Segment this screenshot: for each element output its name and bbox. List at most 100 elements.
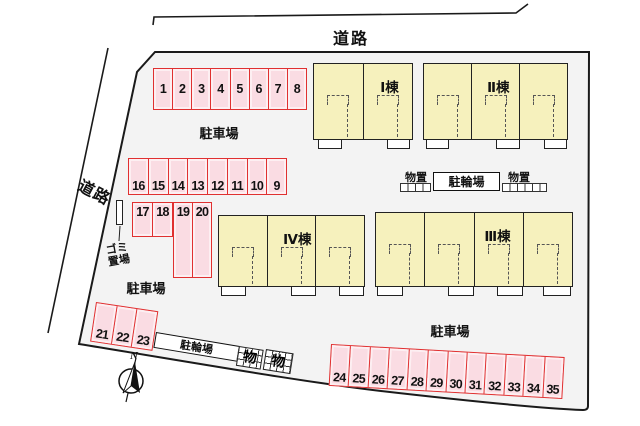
parking-space: 12	[208, 159, 228, 194]
building-4-label: Ⅳ棟	[283, 232, 312, 247]
parking-space-number: 4	[217, 81, 224, 96]
parking-space-number: 15	[151, 178, 165, 193]
parking-space: 19	[174, 203, 193, 277]
storage-label-left: 物置	[405, 172, 427, 184]
storage-shed: 物	[262, 349, 294, 375]
road-label-top: 道路	[333, 31, 370, 48]
parking-area-label-top: 駐車場	[199, 126, 239, 141]
parking-space-number: 27	[390, 372, 405, 388]
compass-north-label: N	[130, 350, 138, 362]
building-unit	[315, 216, 364, 286]
parking-space-number: 25	[352, 370, 366, 386]
parking-space: 15	[149, 159, 169, 194]
parking-space-number: 6	[255, 81, 263, 96]
parking-space: 27	[387, 348, 410, 390]
compass-north-icon	[118, 357, 144, 403]
storage-label-right: 物置	[508, 172, 530, 184]
parking-space: 13	[188, 159, 208, 194]
parking-area-label-left: 駐車場	[126, 281, 166, 296]
porch	[339, 287, 364, 296]
parking-space-number: 23	[135, 332, 151, 348]
parking-space-number: 11	[231, 178, 244, 193]
building-2: Ⅱ棟	[423, 63, 568, 149]
porch	[448, 287, 474, 296]
parking-space: 17	[133, 203, 153, 236]
parking-space: 31	[465, 352, 488, 394]
parking-space: 6	[250, 69, 269, 109]
parking-space: 4	[211, 69, 231, 109]
porch	[543, 287, 571, 296]
building-1: Ⅰ棟	[313, 63, 413, 149]
porch	[426, 140, 449, 149]
parking-space-number: 26	[371, 371, 385, 387]
parking-space: 5	[231, 69, 250, 109]
parking-space: 2	[173, 69, 193, 109]
building-unit	[519, 64, 567, 139]
porch	[377, 287, 403, 296]
porch	[497, 287, 523, 296]
building-unit	[522, 213, 572, 286]
parking-space-number: 22	[115, 328, 130, 345]
parking-space: 20	[193, 203, 211, 277]
parking-space-number: 29	[429, 375, 443, 390]
parking-space-number: 5	[236, 81, 243, 96]
road-line-top	[152, 3, 529, 26]
building-2-units	[424, 64, 567, 139]
building-4: Ⅳ棟	[218, 215, 365, 296]
parking-space-number: 14	[171, 178, 185, 193]
building-unit	[424, 213, 473, 286]
parking-space: 35	[543, 357, 564, 398]
parking-space: 25	[349, 346, 371, 388]
parking-space: 30	[446, 351, 468, 393]
parking-space: 29	[426, 350, 449, 392]
parking-space-number: 13	[191, 178, 204, 193]
parking-space: 28	[407, 349, 429, 391]
building-3: Ⅲ棟	[375, 212, 573, 296]
parking-space: 24	[329, 345, 352, 387]
parking-space-number: 30	[449, 376, 463, 391]
parking-space-number: 16	[132, 178, 145, 193]
parking-space: 11	[228, 159, 248, 194]
building-unit	[473, 213, 523, 286]
building-unit	[376, 213, 424, 286]
building-3-label: Ⅲ棟	[484, 229, 511, 244]
garbage-bin	[116, 200, 123, 225]
parking-space-number: 24	[332, 369, 347, 385]
building-1-units	[314, 64, 412, 139]
porch	[221, 287, 246, 296]
parking-space: 34	[523, 355, 546, 397]
parking-space-number: 10	[250, 178, 264, 193]
parking-space-number: 28	[410, 374, 424, 389]
building-unit	[471, 64, 519, 139]
parking-space: 33	[504, 354, 526, 396]
building-4-units	[219, 216, 364, 286]
building-unit	[219, 216, 267, 286]
building-unit	[314, 64, 363, 139]
parking-space-number: 1	[159, 81, 167, 96]
storage-shed-label: 物	[241, 347, 259, 366]
parking-area-label-bottom: 駐車場	[430, 324, 470, 339]
porch	[496, 140, 520, 149]
porch	[544, 140, 567, 149]
porch	[387, 140, 410, 149]
parking-space-number: 21	[94, 325, 110, 342]
parking-space: 1	[154, 69, 174, 109]
storage-strip-right	[502, 183, 547, 192]
parking-space: 7	[269, 69, 288, 109]
storage-shed-label: 物	[270, 351, 287, 370]
parking-space-number: 9	[273, 178, 280, 193]
parking-space: 32	[484, 353, 507, 395]
parking-space: 9	[267, 159, 286, 194]
parking-space-number: 33	[507, 379, 521, 395]
storage-strip-left	[400, 183, 431, 192]
parking-space-number: 17	[136, 205, 149, 219]
porch	[318, 140, 342, 149]
garbage-connector-line	[118, 225, 121, 242]
parking-space: 10	[248, 159, 268, 194]
building-unit	[424, 64, 471, 139]
storage-shed: 物	[235, 346, 264, 370]
